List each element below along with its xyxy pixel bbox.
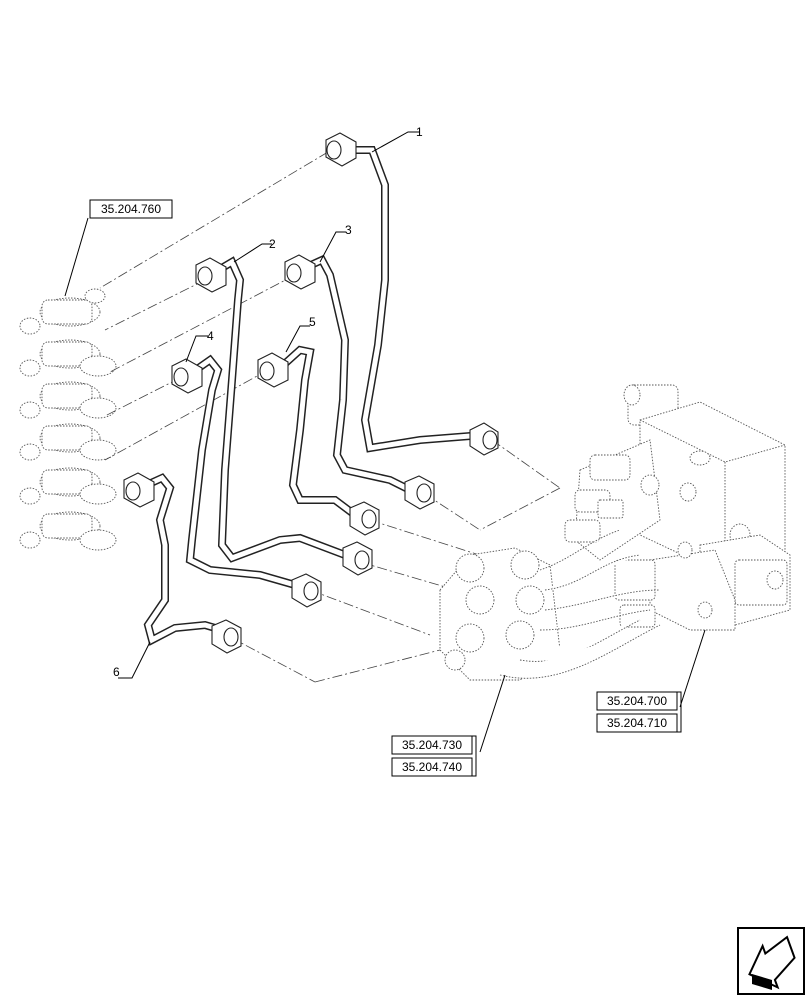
callout-2: 2 (269, 237, 276, 251)
quick-coupler-stack (19, 288, 117, 551)
reference-box-manifold-lower[interactable]: 35.204.740 (391, 757, 473, 777)
valve-assembly (564, 384, 791, 631)
callout-5: 5 (309, 315, 316, 329)
nut-pipe-3-end (404, 475, 435, 510)
pipe-2 (212, 256, 347, 563)
coupler-5 (19, 467, 117, 505)
nut-pipe-2-end (342, 541, 373, 576)
reference-box-valve-upper[interactable]: 35.204.700 (596, 691, 678, 711)
reference-label-valve-upper: 35.204.700 (607, 694, 667, 708)
reference-box-couplers[interactable]: 35.204.760 (89, 199, 173, 219)
callout-4: 4 (207, 329, 214, 343)
fitting-nuts (123, 132, 499, 654)
callout-3: 3 (345, 223, 352, 237)
nut-pipe-4-top (171, 358, 203, 394)
reference-box-valve-lower[interactable]: 35.204.710 (596, 713, 678, 733)
reference-label-couplers: 35.204.760 (101, 202, 161, 216)
coupler-1 (19, 288, 106, 335)
nut-pipe-4-end (291, 573, 322, 608)
alignment-lines (99, 151, 561, 683)
reference-group-valve: 35.204.700 35.204.710 (596, 691, 682, 733)
coupler-2 (19, 339, 117, 377)
back-arrow-icon[interactable] (737, 927, 805, 995)
nut-pipe-5-end (349, 501, 380, 536)
nut-pipe-2-top (195, 257, 227, 293)
pipe-1 (345, 146, 487, 453)
pipe-3 (298, 254, 412, 494)
coupler-6 (19, 511, 117, 551)
pipe-6 (138, 473, 224, 646)
nut-pipe-1-top (325, 132, 357, 167)
nut-pipe-3-top (284, 254, 316, 290)
pipe-4 (185, 354, 297, 589)
nut-pipe-1-end (469, 422, 499, 456)
nut-pipe-6-end (211, 619, 242, 654)
nut-pipe-6-top (123, 472, 155, 508)
callout-1: 1 (416, 125, 423, 139)
reference-group-manifold: 35.204.730 35.204.740 (391, 735, 477, 777)
coupler-3 (19, 381, 117, 419)
hose-manifold (439, 529, 661, 681)
reference-label-manifold-lower: 35.204.740 (402, 760, 462, 774)
nut-pipe-5-top (257, 352, 289, 388)
leaders (64, 131, 706, 753)
coupler-4 (19, 423, 117, 461)
callout-numbers: 1 2 3 4 5 6 (113, 125, 423, 679)
pipes (138, 146, 487, 646)
callout-6: 6 (113, 665, 120, 679)
reference-label-manifold-upper: 35.204.730 (402, 738, 462, 752)
pipe-5 (277, 345, 358, 519)
reference-label-valve-lower: 35.204.710 (607, 716, 667, 730)
reference-box-manifold-upper[interactable]: 35.204.730 (391, 735, 473, 755)
